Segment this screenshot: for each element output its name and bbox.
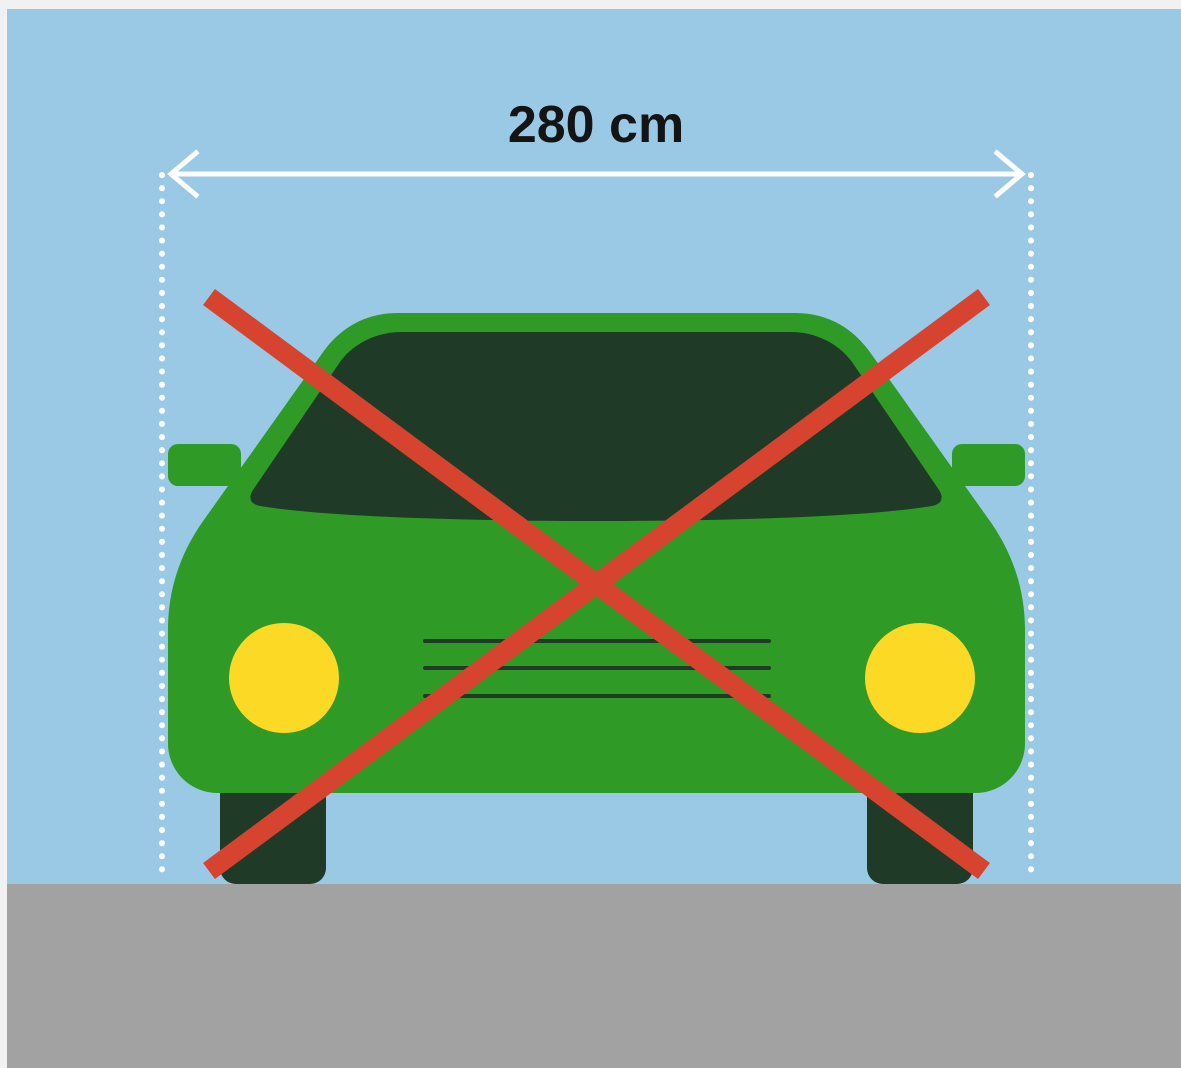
width-label: 280 cm xyxy=(508,96,684,154)
left-mirror xyxy=(168,444,241,486)
windshield xyxy=(250,332,941,521)
left-headlight xyxy=(229,623,339,733)
ground xyxy=(7,884,1181,1068)
right-mirror xyxy=(952,444,1025,486)
right-headlight xyxy=(865,623,975,733)
